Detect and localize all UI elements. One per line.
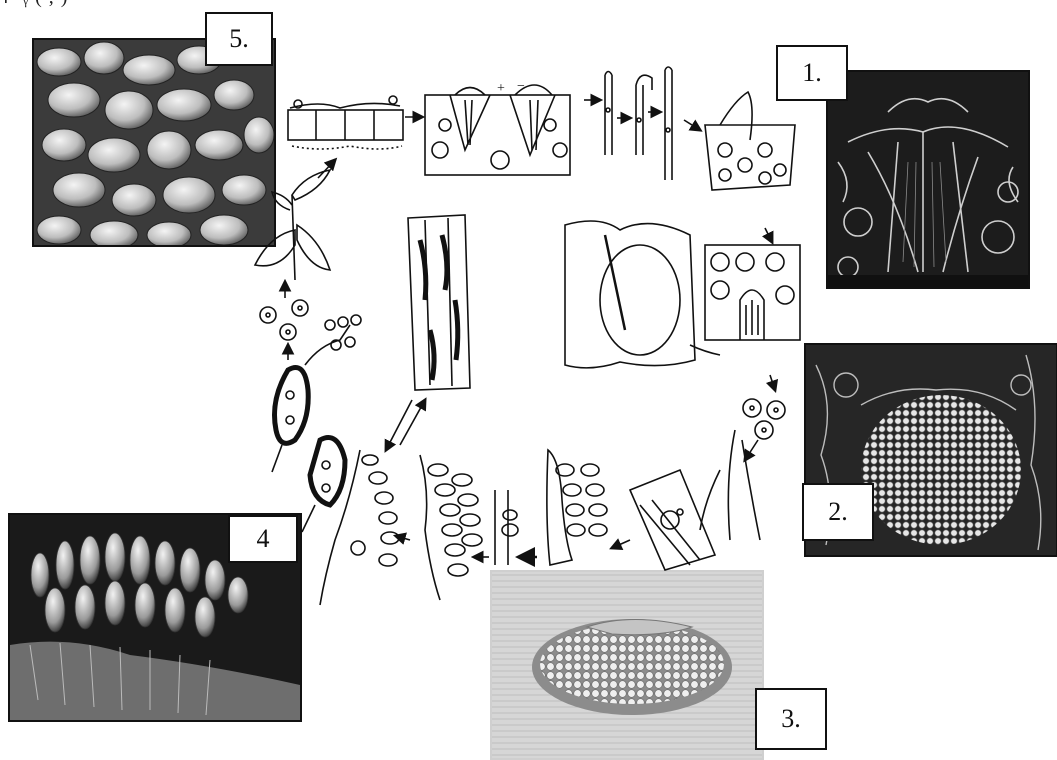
grass-infection-drawing (630, 430, 760, 570)
aecium-cup-drawing (565, 221, 695, 368)
hyphae-drawing (605, 67, 672, 180)
aecium-development-drawing (690, 245, 800, 355)
aeciospores-drawing (743, 399, 785, 439)
grass-stem-drawing (408, 215, 470, 390)
svg-text:+: + (497, 81, 505, 96)
leaf-section-drawing (705, 92, 795, 190)
pycnia-drawing: + − (425, 79, 570, 175)
hypha-stalk-drawing (495, 490, 518, 565)
basidiospores-drawing (260, 300, 308, 340)
uredinium-drawing (547, 450, 607, 565)
host-seedling-drawing (255, 170, 330, 280)
svg-text:−: − (517, 79, 525, 94)
teliospores-drawing (320, 450, 399, 605)
basidiospore-infection-drawing (288, 96, 403, 149)
telium-drawing (420, 455, 482, 600)
